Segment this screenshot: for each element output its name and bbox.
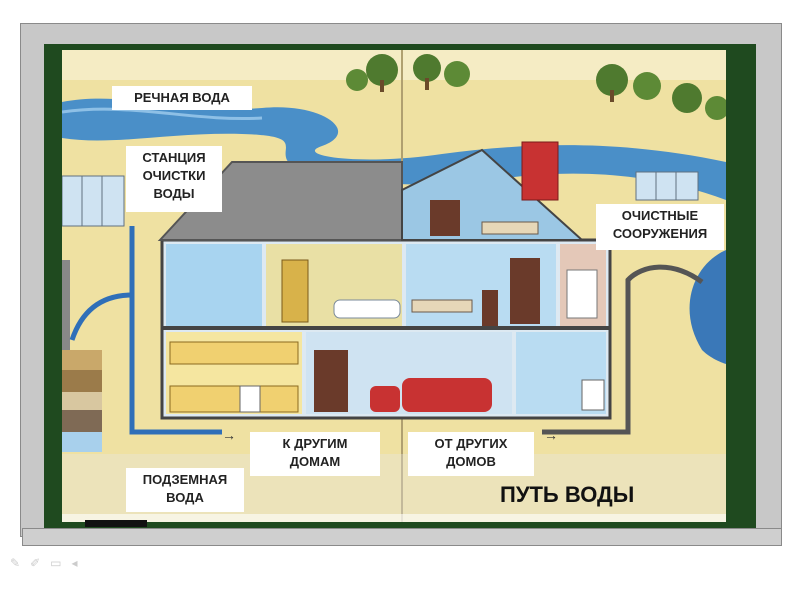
armchair [370,386,400,412]
wardrobe [510,258,540,324]
board-tray [22,528,782,546]
label-treatment-facilities: ОЧИСТНЫЕ СООРУЖЕНИЯ [596,204,724,250]
label-to-other-houses: К ДРУГИМ ДОМАМ [250,432,380,476]
treatment-facilities-building [636,172,698,200]
chimney [522,142,558,200]
bathroom-upper [166,244,262,326]
attic-bed [482,222,538,234]
sofa [402,378,492,412]
label-river-water: РЕЧНАЯ ВОДА [112,86,252,110]
bed [412,300,472,312]
kitchen-cabinets-upper [170,342,298,364]
stove [240,386,260,412]
arrow-from-houses: → [544,427,558,443]
bathtub [334,300,400,318]
slides-icon[interactable]: ▭ [50,556,61,570]
kitchen-cabinets-lower [170,386,298,412]
water-heater [567,270,597,318]
highlighter-icon[interactable]: ✐ [30,556,40,570]
well-tower [62,260,70,350]
door [282,260,308,322]
diagram-title: ПУТЬ ВОДЫ [500,482,634,508]
label-groundwater: ПОДЗЕМНАЯ ВОДА [126,468,244,512]
attic-cabinet [430,200,460,236]
label-from-other-houses: ОТ ДРУГИХ ДОМОВ [408,432,534,476]
bookcase [314,350,348,412]
pen-icon[interactable]: ✎ [10,556,20,570]
water-path-illustration [62,50,726,522]
treatment-station-building [62,176,124,226]
arrow-to-houses: → [222,427,236,443]
washing-machine [582,380,604,410]
label-treatment-station: СТАНЦИЯ ОЧИСТКИ ВОДЫ [126,146,222,212]
slide-toolbar: ✎ ✐ ▭ ◂ [10,556,78,570]
ground-layers [62,350,102,452]
nightstand [482,290,498,326]
speaker-icon[interactable]: ◂ [71,556,77,570]
chalk-eraser [85,520,147,527]
